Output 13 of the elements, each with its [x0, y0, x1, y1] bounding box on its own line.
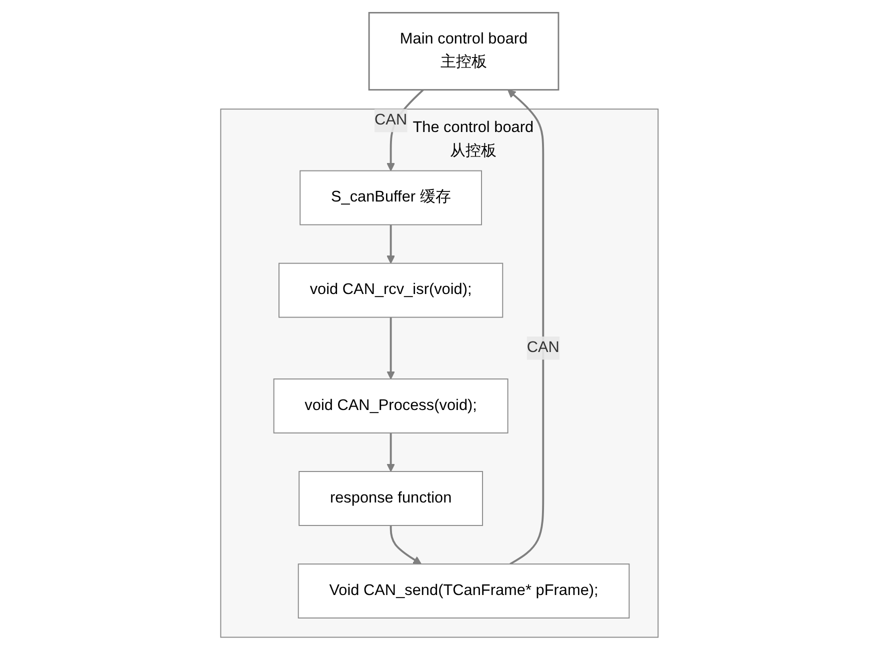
- arrow: [386, 224, 395, 264]
- arrow: [386, 317, 395, 380]
- edge-label: CAN: [526, 339, 560, 356]
- arrow: [389, 525, 422, 564]
- node-box: void CAN_Process(void);: [272, 378, 508, 434]
- node-box: Main control board 主控板: [368, 12, 559, 91]
- node-box: void CAN_rcv_isr(void);: [278, 262, 503, 318]
- node-box: response function: [298, 471, 483, 526]
- node-box: S_canBuffer 缓存: [299, 170, 482, 226]
- arrow: [507, 89, 544, 565]
- node-box: Void CAN_send(TCanFrame* pFrame);: [297, 564, 630, 618]
- edge-label: CAN: [374, 112, 407, 128]
- arrow: [386, 432, 395, 472]
